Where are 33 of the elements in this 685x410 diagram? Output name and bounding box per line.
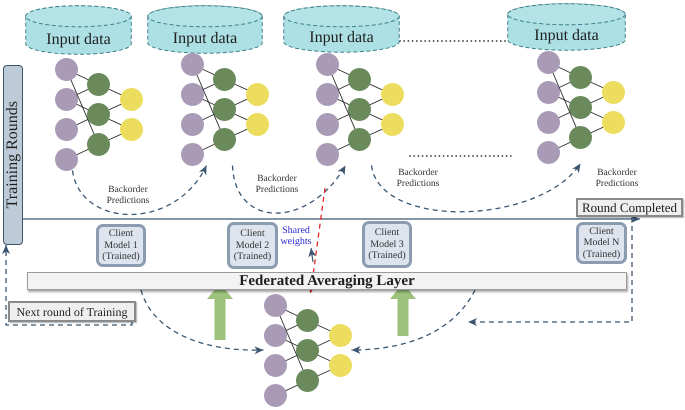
client-model-box: Client Model 1 (Trained) <box>96 224 146 267</box>
client-model-box: Client Model N (Trained) <box>576 222 627 264</box>
caption-text: Backorder Predictions <box>396 168 440 190</box>
caption-text: Backorder Predictions <box>254 174 300 196</box>
label-box: Next round of Training <box>8 301 136 322</box>
neural-network-drawing <box>180 52 268 166</box>
dashed-arrow <box>468 217 633 326</box>
dashed-arrow <box>232 165 346 214</box>
database-cylinder: Input data <box>25 5 132 55</box>
neural-network-drawing <box>54 58 142 170</box>
client-model-box: Client Model 3 (Trained) <box>362 221 412 268</box>
dashed-arrow <box>351 290 476 354</box>
database-cylinder: Input data <box>283 5 400 53</box>
dashed-arrow <box>370 163 581 212</box>
database-cylinder: Input data <box>507 3 626 51</box>
dashed-arrow <box>308 188 326 294</box>
annotation-text: Shared weights <box>277 224 315 248</box>
client-model-box: Client Model 2 (Trained) <box>227 222 278 269</box>
dashed-arrow <box>2 245 133 326</box>
label-box: Round Completed <box>576 198 683 217</box>
dashed-arrow <box>140 290 264 354</box>
neural-network-drawing <box>264 294 352 406</box>
neural-network-drawing <box>316 52 404 166</box>
caption-text: Backorder Predictions <box>106 185 150 207</box>
arrow <box>308 248 316 262</box>
caption-text: Backorder Predictions <box>594 168 640 190</box>
database-cylinder: Input data <box>147 5 263 54</box>
dashed-arrow <box>72 165 208 216</box>
neural-network-drawing <box>536 50 624 164</box>
dotted-line <box>399 40 508 42</box>
arrow <box>23 215 640 223</box>
layer-bar: Federated Averaging Layer <box>27 272 627 290</box>
vertical-label-box: Training Rounds <box>3 65 23 245</box>
